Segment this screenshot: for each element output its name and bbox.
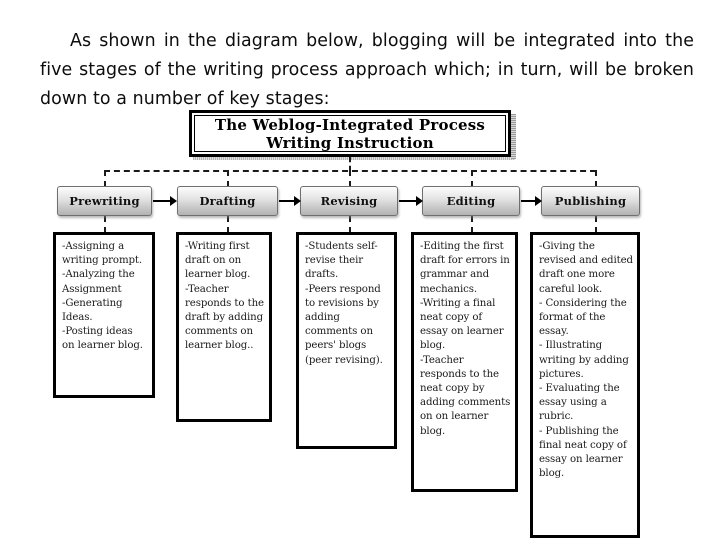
arrow-prewriting-to-drafting bbox=[153, 196, 177, 206]
diagram-title-line-1: The Weblog-Integrated Process bbox=[214, 115, 486, 134]
arrow-shaft bbox=[279, 200, 294, 202]
detail-box-drafting[interactable]: -Writing first draft on on learner blog.… bbox=[176, 232, 272, 422]
stage-box-revising[interactable]: Revising bbox=[300, 186, 398, 216]
detail-box-revising[interactable]: -Students self-revise their drafts. -Pee… bbox=[296, 232, 397, 449]
detail-text-drafting: -Writing first draft on on learner blog.… bbox=[185, 241, 264, 352]
detail-text-revising: -Students self-revise their drafts. -Pee… bbox=[305, 241, 383, 366]
connector-stage-to-detail-publishing bbox=[595, 216, 597, 233]
stage-box-publishing[interactable]: Publishing bbox=[541, 186, 640, 216]
stage-label-publishing: Publishing bbox=[554, 194, 627, 208]
diagram-title-inner-frame: The Weblog-Integrated Process Writing In… bbox=[194, 115, 506, 152]
diagram-title-text: The Weblog-Integrated Process Writing In… bbox=[215, 116, 485, 152]
stage-label-prewriting: Prewriting bbox=[69, 194, 140, 208]
arrow-drafting-to-revising bbox=[279, 196, 301, 206]
diagram-title-banner: The Weblog-Integrated Process Writing In… bbox=[189, 110, 511, 157]
arrow-shaft bbox=[399, 200, 416, 202]
diagram-title-line-2: Writing Instruction bbox=[266, 133, 434, 152]
arrow-revising-to-editing bbox=[399, 196, 423, 206]
stage-label-editing: Editing bbox=[446, 194, 496, 208]
connector-drop-publishing bbox=[595, 170, 597, 187]
detail-box-editing[interactable]: -Editing the first draft for errors in g… bbox=[411, 232, 518, 492]
connector-stage-to-detail-editing bbox=[471, 216, 473, 233]
detail-box-prewriting[interactable]: -Assigning a writing prompt. -Analyzing … bbox=[53, 232, 155, 398]
detail-text-publishing: -Giving the revised and edited draft one… bbox=[539, 241, 633, 480]
title-banner-shadow-bottom bbox=[193, 157, 515, 160]
detail-text-prewriting: -Assigning a writing prompt. -Analyzing … bbox=[62, 241, 143, 352]
connector-drop-drafting bbox=[227, 170, 229, 187]
stage-box-drafting[interactable]: Drafting bbox=[177, 186, 278, 216]
detail-text-editing: -Editing the first draft for errors in g… bbox=[420, 241, 511, 437]
connector-drop-prewriting bbox=[104, 170, 106, 187]
arrow-editing-to-publishing bbox=[521, 196, 542, 206]
intro-paragraph: As shown in the diagram below, blogging … bbox=[40, 31, 694, 110]
arrow-shaft bbox=[521, 200, 535, 202]
stage-label-drafting: Drafting bbox=[199, 194, 256, 208]
connector-drop-revising bbox=[349, 170, 351, 187]
detail-box-publishing[interactable]: -Giving the revised and edited draft one… bbox=[530, 232, 640, 538]
title-banner-shadow-right bbox=[511, 114, 516, 159]
arrow-head-icon bbox=[535, 196, 542, 206]
connector-stage-to-detail-revising bbox=[349, 216, 351, 233]
arrow-head-icon bbox=[416, 196, 423, 206]
stage-box-editing[interactable]: Editing bbox=[422, 186, 520, 216]
connector-stage-to-detail-prewriting bbox=[104, 216, 106, 233]
connector-stage-to-detail-drafting bbox=[227, 216, 229, 233]
connector-title-stem bbox=[349, 157, 351, 171]
stage-label-revising: Revising bbox=[320, 194, 378, 208]
arrow-head-icon bbox=[294, 196, 301, 206]
arrow-head-icon bbox=[170, 196, 177, 206]
stage-box-prewriting[interactable]: Prewriting bbox=[57, 186, 152, 216]
connector-drop-editing bbox=[471, 170, 473, 187]
arrow-shaft bbox=[153, 200, 170, 202]
